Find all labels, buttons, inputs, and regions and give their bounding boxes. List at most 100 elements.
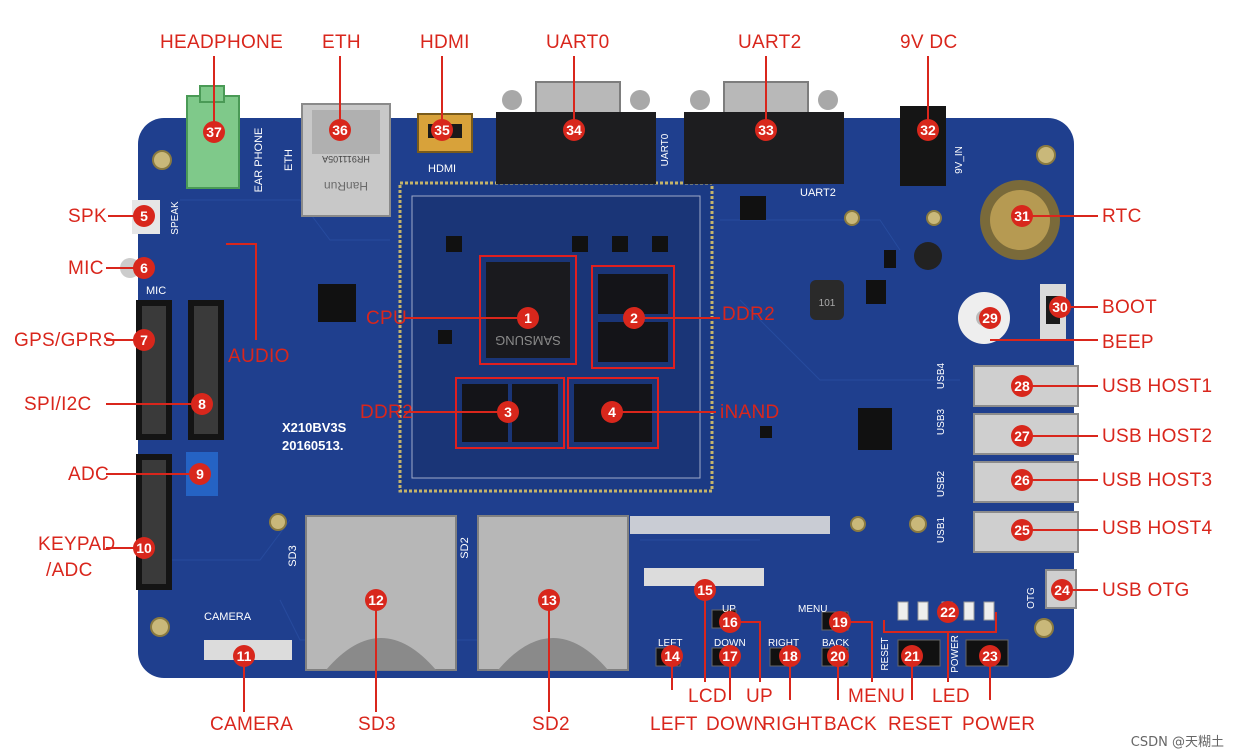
marker-32-circle [917, 119, 939, 141]
label-eth: ETH [322, 32, 361, 53]
label-boot: BOOT [1102, 297, 1158, 318]
lcd-fpc-connector [644, 568, 764, 586]
marker-22-number: 22 [940, 604, 956, 620]
ddr2-chip-d [512, 384, 558, 442]
label-right: RIGHT [762, 714, 823, 735]
silk-hdmi: HDMI [428, 163, 456, 175]
marker-21-number: 21 [904, 648, 920, 664]
marker-22-circle [937, 601, 959, 623]
marker-14-circle [661, 645, 683, 667]
marker-13-number: 13 [541, 592, 557, 608]
marker-16-circle [719, 611, 741, 633]
marker-11-circle [233, 645, 255, 667]
marker-27-number: 27 [1014, 428, 1030, 444]
silk-hanrun-part: HR911105A [322, 154, 370, 164]
marker-8-circle [191, 393, 213, 415]
marker-10-circle [133, 537, 155, 559]
marker-13-circle [538, 589, 560, 611]
label-lcd: LCD [688, 686, 727, 707]
marker-32-number: 32 [920, 122, 936, 138]
silk-9v-in: 9V_IN [954, 146, 965, 174]
silk-usb1: USB1 [936, 517, 947, 544]
label-usb-host2: USB HOST2 [1102, 426, 1213, 447]
marker-23-circle [979, 645, 1001, 667]
silk-otg: OTG [1026, 587, 1037, 609]
silk-usb3: USB3 [936, 409, 947, 436]
marker-20-number: 20 [830, 648, 846, 664]
marker-2-circle [623, 307, 645, 329]
label-cpu: CPU [366, 308, 408, 329]
marker-10-number: 10 [136, 540, 152, 556]
label-led: LED [932, 686, 970, 707]
marker-2-number: 2 [630, 310, 638, 326]
label-rtc: RTC [1102, 206, 1142, 227]
marker-11-number: 11 [237, 648, 252, 664]
marker-20-circle [827, 645, 849, 667]
marker-17-number: 17 [722, 648, 738, 664]
marker-23-number: 23 [982, 648, 998, 664]
marker-7-number: 7 [140, 332, 148, 348]
label-keypad-adc: /ADC [46, 560, 93, 581]
silk-usb4: USB4 [936, 363, 947, 390]
marker-6-circle [133, 257, 155, 279]
label-audio: AUDIO [228, 346, 290, 367]
label-up: UP [746, 686, 773, 707]
led-4 [963, 601, 975, 621]
marker-36-number: 36 [332, 122, 348, 138]
inductor [810, 280, 844, 320]
silk-eth: ETH [283, 149, 295, 171]
silk-left: LEFT [658, 638, 682, 649]
label-usb-host4: USB HOST4 [1102, 518, 1213, 539]
silk-ind: 101 [819, 298, 836, 309]
silk-uart0: UART0 [660, 133, 671, 166]
marker-1-number: 1 [524, 310, 532, 326]
marker-34-number: 34 [566, 122, 582, 138]
label-9v-dc: 9V DC [900, 32, 958, 53]
silk-camera: CAMERA [204, 611, 252, 623]
label-sd2: SD2 [532, 714, 570, 735]
marker-24-number: 24 [1054, 582, 1070, 598]
marker-7-circle [133, 329, 155, 351]
label-beep: BEEP [1102, 332, 1154, 353]
marker-28-circle [1011, 375, 1033, 397]
marker-3-circle [497, 401, 519, 423]
marker-31-circle [1011, 205, 1033, 227]
marker-33-circle [755, 119, 777, 141]
marker-24-circle [1051, 579, 1073, 601]
marker-15-number: 15 [697, 582, 713, 598]
marker-35-number: 35 [434, 122, 450, 138]
marker-37-circle [203, 121, 225, 143]
marker-36-circle [329, 119, 351, 141]
marker-35-circle [431, 119, 453, 141]
led-5 [983, 601, 995, 621]
label-sd3: SD3 [358, 714, 396, 735]
marker-3-number: 3 [504, 404, 512, 420]
capacitor [914, 242, 942, 270]
marker-14-number: 14 [664, 648, 680, 664]
silk-uart2: UART2 [800, 187, 836, 199]
marker-12-circle [365, 589, 387, 611]
label-spi-i2c: SPI/I2C [24, 394, 92, 415]
marker-15-circle [694, 579, 716, 601]
label-uart0: UART0 [546, 32, 610, 53]
marker-31-number: 31 [1014, 208, 1030, 224]
label-camera: CAMERA [210, 714, 294, 735]
marker-1-circle [517, 307, 539, 329]
marker-4-number: 4 [608, 404, 616, 420]
marker-26-number: 26 [1014, 472, 1030, 488]
marker-18-number: 18 [782, 648, 798, 664]
led-2 [917, 601, 929, 621]
label-spk: SPK [68, 206, 107, 227]
label-left: LEFT [650, 714, 698, 735]
marker-12-number: 12 [368, 592, 384, 608]
label-hdmi: HDMI [420, 32, 470, 53]
marker-27-circle [1011, 425, 1033, 447]
label-usb-host3: USB HOST3 [1102, 470, 1213, 491]
silk-ear-phone: EAR PHONE [253, 128, 265, 193]
silk-sd2: SD2 [459, 537, 471, 558]
silk-right: RIGHT [768, 638, 799, 649]
silk-hanrun: HanRun [324, 179, 368, 193]
silk-power: POWER [950, 635, 961, 673]
marker-33-number: 33 [758, 122, 774, 138]
